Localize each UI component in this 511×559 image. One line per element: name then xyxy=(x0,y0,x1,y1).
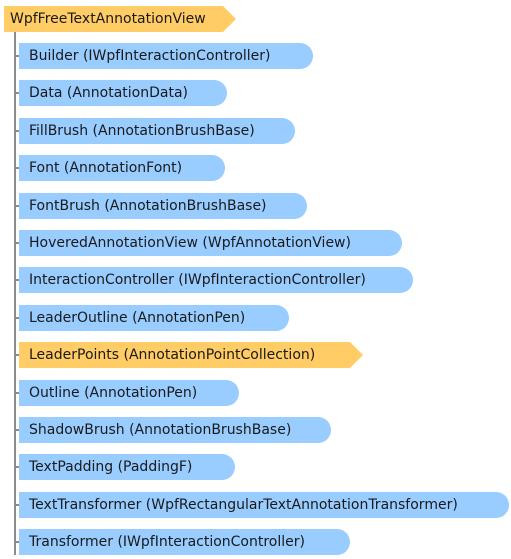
member-property-node: Data (AnnotationData) xyxy=(19,80,227,106)
member-type-node: LeaderPoints (AnnotationPointCollection) xyxy=(19,342,363,368)
member-connector xyxy=(14,55,19,57)
member-property-node: LeaderOutline (AnnotationPen) xyxy=(19,305,289,331)
member-connector xyxy=(14,92,19,94)
member-property-node: FontBrush (AnnotationBrushBase) xyxy=(19,193,307,219)
member-connector xyxy=(14,466,19,468)
trunk-connector xyxy=(14,30,16,555)
member-connector xyxy=(14,317,19,319)
member-property-node: TextTransformer (WpfRectangularTextAnnot… xyxy=(19,492,509,518)
member-connector xyxy=(14,279,19,281)
member-connector xyxy=(14,167,19,169)
root-type-node: WpfFreeTextAnnotationView xyxy=(4,6,236,32)
member-property-node: InteractionController (IWpfInteractionCo… xyxy=(19,267,413,293)
member-connector xyxy=(14,504,19,506)
member-property-node: TextPadding (PaddingF) xyxy=(19,454,235,480)
member-property-node: Font (AnnotationFont) xyxy=(19,155,225,181)
member-connector xyxy=(14,354,19,356)
member-connector xyxy=(14,205,19,207)
member-connector xyxy=(14,130,19,132)
member-property-node: FillBrush (AnnotationBrushBase) xyxy=(19,118,295,144)
member-property-node: Builder (IWpfInteractionController) xyxy=(19,43,313,69)
member-property-node: Transformer (IWpfInteractionController) xyxy=(19,529,350,555)
member-connector xyxy=(14,429,19,431)
member-connector xyxy=(14,541,19,543)
member-connector xyxy=(14,392,19,394)
member-connector xyxy=(14,242,19,244)
member-property-node: Outline (AnnotationPen) xyxy=(19,380,239,406)
member-property-node: HoveredAnnotationView (WpfAnnotationView… xyxy=(19,230,402,256)
member-property-node: ShadowBrush (AnnotationBrushBase) xyxy=(19,417,331,443)
